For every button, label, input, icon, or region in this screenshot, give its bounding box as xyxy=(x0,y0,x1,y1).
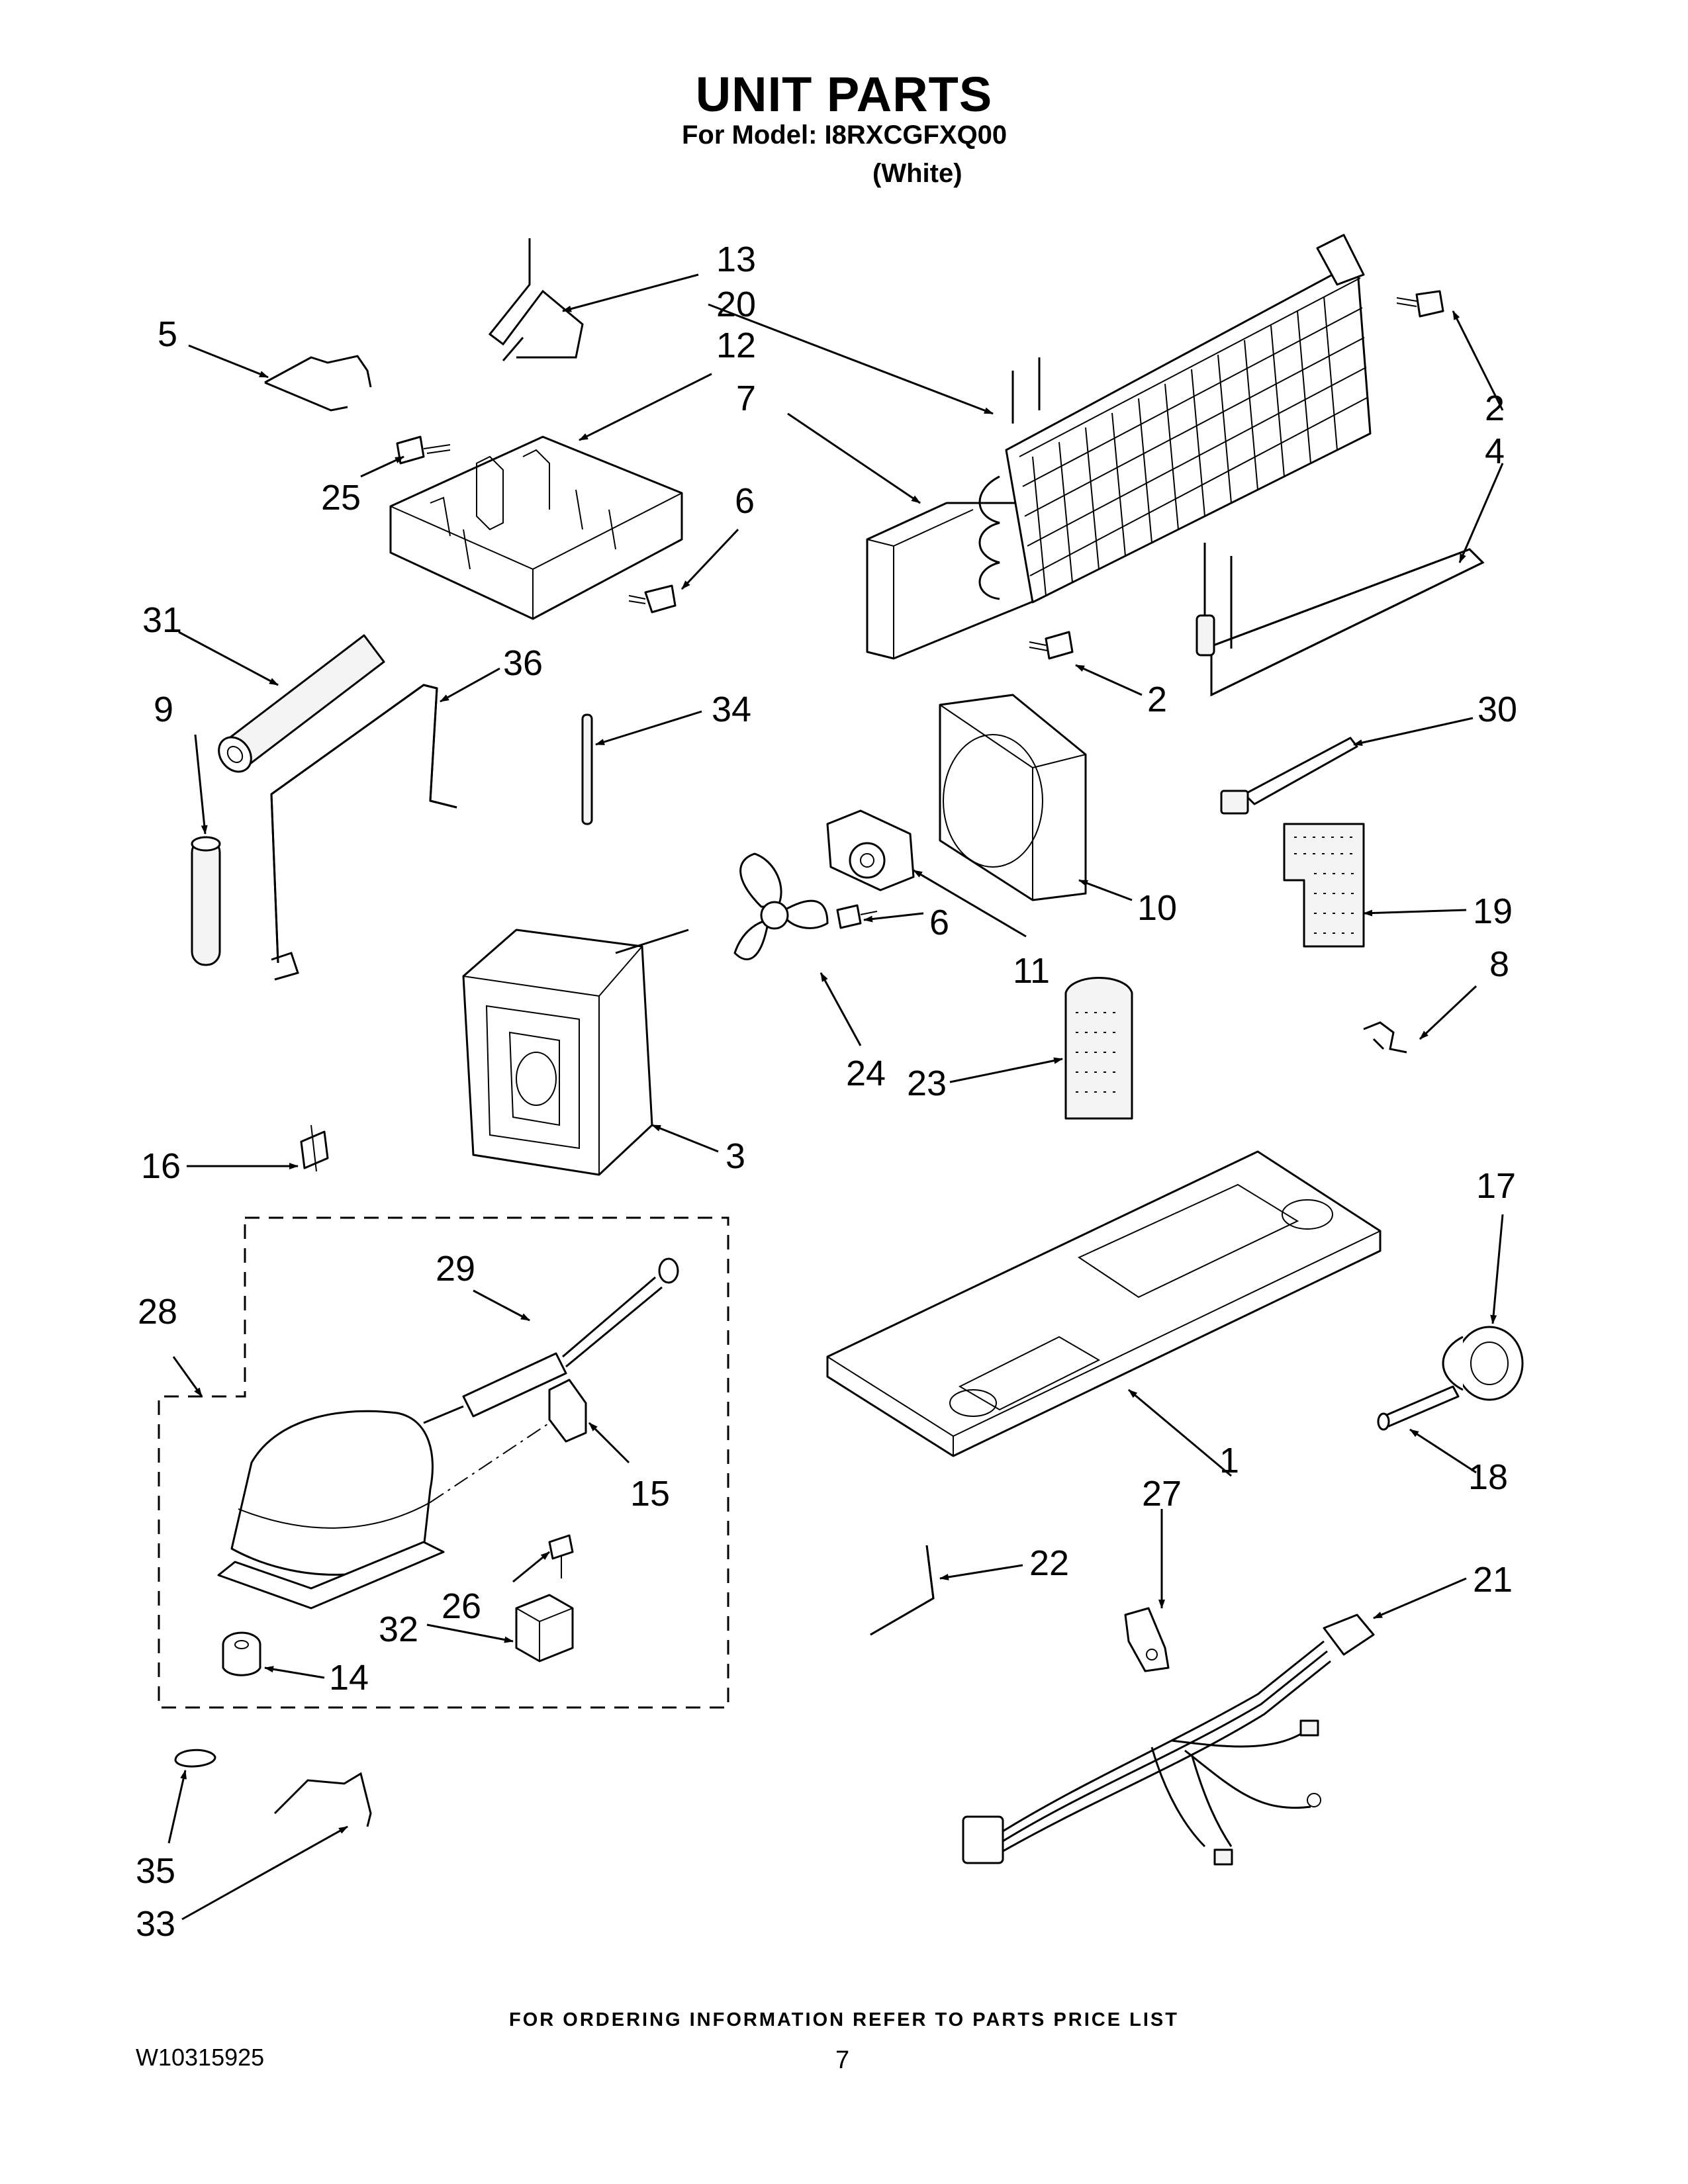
part-21-wire-harness xyxy=(962,1614,1375,1866)
part-12-control-housing xyxy=(389,435,683,620)
part-2-screw-upper xyxy=(1396,290,1444,318)
compressor xyxy=(217,1410,445,1610)
part-36-tube-assembly xyxy=(270,684,457,981)
callout-2: 2 xyxy=(1147,680,1167,719)
callout-36: 36 xyxy=(503,643,543,683)
part-7-evaporator-assembly xyxy=(866,234,1372,660)
callout-6: 6 xyxy=(929,903,949,942)
callout-10: 10 xyxy=(1137,888,1177,928)
callout-14: 14 xyxy=(329,1658,369,1698)
part-28-compressor-kit xyxy=(158,1216,729,1709)
part-29-drier xyxy=(423,1257,679,1424)
callout-7: 7 xyxy=(736,379,756,418)
callout-1: 1 xyxy=(1219,1441,1239,1480)
ordering-note: FOR ORDERING INFORMATION REFER TO PARTS … xyxy=(509,2009,1179,2030)
callout-21: 21 xyxy=(1473,1560,1513,1600)
callout-30: 30 xyxy=(1477,690,1517,729)
part-5-wire-clip xyxy=(264,355,372,412)
part-27-bracket xyxy=(1124,1607,1170,1672)
leader-lines xyxy=(167,273,1504,1921)
callout-31: 31 xyxy=(142,600,182,640)
part-30-cable-tie xyxy=(1220,737,1358,815)
callout-18: 18 xyxy=(1468,1457,1508,1497)
part-31-foam-tube xyxy=(218,634,385,773)
callout-26: 26 xyxy=(442,1586,481,1626)
part-11-fan-motor xyxy=(826,809,915,891)
part-20-evaporator-coil xyxy=(978,234,1372,604)
callout-20: 20 xyxy=(716,285,756,324)
callout-35: 35 xyxy=(136,1851,175,1891)
callout-22: 22 xyxy=(1029,1543,1069,1583)
part-17-roller-wheel xyxy=(1442,1326,1524,1401)
callout-3: 3 xyxy=(726,1136,745,1176)
callout-29: 29 xyxy=(436,1249,475,1289)
callout-23: 23 xyxy=(907,1064,947,1103)
callout-24: 24 xyxy=(846,1054,886,1093)
callout-6: 6 xyxy=(735,481,755,521)
part-18-axle-pin xyxy=(1377,1385,1460,1431)
callout-numbers: 1 2 2 3 4 5 6 6 7 8 9 10 11 12 13 14 15 … xyxy=(136,240,1517,1944)
callout-28: 28 xyxy=(138,1292,177,1332)
part-23-foam-block xyxy=(1064,977,1133,1120)
part-10-fan-shroud xyxy=(939,694,1087,901)
callout-2: 2 xyxy=(1485,388,1505,428)
callout-15: 15 xyxy=(630,1474,670,1514)
part-34-rod xyxy=(581,713,593,825)
page-number: 7 xyxy=(835,2046,850,2074)
callout-11: 11 xyxy=(1013,951,1050,991)
page-title: UNIT PARTS xyxy=(695,67,993,122)
callout-12: 12 xyxy=(716,326,756,365)
callout-5: 5 xyxy=(158,314,177,354)
part-9-tube xyxy=(191,836,221,966)
model-number: For Model: I8RXCGFXQ00 xyxy=(682,120,1008,150)
callout-19: 19 xyxy=(1473,891,1513,931)
part-15-overload xyxy=(430,1379,587,1503)
part-24-fan-blade xyxy=(733,852,829,960)
part-25-screw xyxy=(396,435,451,465)
part-33-wire xyxy=(273,1772,372,1827)
part-6-screw-upper xyxy=(628,584,677,614)
callout-16: 16 xyxy=(141,1146,181,1186)
callout-27: 27 xyxy=(1142,1474,1182,1514)
part-1-base-plate xyxy=(826,1150,1382,1457)
callout-25: 25 xyxy=(321,478,361,518)
callout-17: 17 xyxy=(1476,1166,1516,1206)
model-color: (White) xyxy=(872,159,962,188)
part-19-foam-block xyxy=(1283,823,1365,948)
part-14-grommet xyxy=(222,1631,261,1676)
part-8-clip xyxy=(1363,1021,1407,1054)
part-26-screw xyxy=(548,1534,574,1578)
part-6-screw-lower xyxy=(836,904,878,929)
part-16-clip xyxy=(300,1124,329,1172)
part-13-drain-tube xyxy=(488,238,584,361)
callout-34: 34 xyxy=(712,690,751,729)
part-32-start-relay xyxy=(515,1594,574,1662)
callout-32: 32 xyxy=(379,1610,418,1649)
callout-33: 33 xyxy=(136,1904,175,1944)
callout-4: 4 xyxy=(1485,432,1505,471)
part-2-screw-lower xyxy=(1029,631,1074,660)
callout-9: 9 xyxy=(154,690,173,729)
part-22-tube xyxy=(870,1545,935,1636)
callout-13: 13 xyxy=(716,240,756,279)
part-35-clip xyxy=(174,1749,216,1768)
callout-8: 8 xyxy=(1489,944,1509,984)
document-number: W10315925 xyxy=(136,2044,265,2071)
part-3-condenser xyxy=(462,929,689,1176)
part-4-defrost-heater xyxy=(1196,543,1485,697)
